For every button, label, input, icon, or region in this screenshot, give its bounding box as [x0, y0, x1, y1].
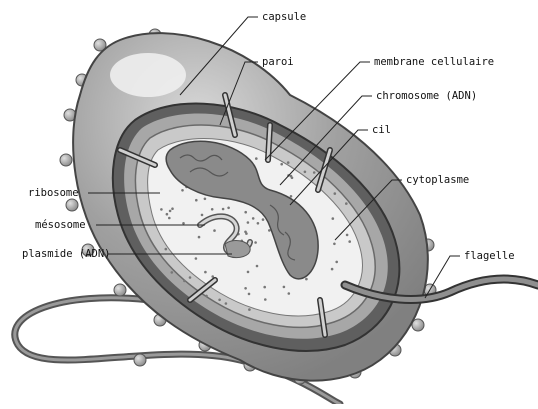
ribosome-dot — [195, 199, 198, 202]
ribosome-dot — [257, 222, 260, 225]
ribosome-dot — [244, 231, 247, 234]
ribosome-dot — [333, 243, 336, 246]
ribosome-dot — [213, 229, 216, 232]
ribosome-dot — [345, 202, 348, 205]
ribosome-dot — [313, 171, 316, 174]
label-cytoplasme: cytoplasme — [406, 174, 469, 186]
ribosome-dot — [195, 257, 198, 260]
ribosome-dot — [305, 278, 308, 281]
label-flagelle: flagelle — [464, 250, 515, 262]
label-capsule: capsule — [262, 11, 306, 23]
ribosome-dot — [283, 286, 286, 289]
ribosome-dot — [244, 211, 247, 214]
surface-knob — [60, 154, 72, 166]
ribosome-dot — [304, 171, 307, 174]
ribosome-dot — [160, 208, 163, 211]
ribosome-dot — [252, 217, 255, 220]
ribosome-dot — [182, 222, 185, 225]
ribosome-dot — [211, 208, 214, 211]
ribosome-dot — [204, 271, 207, 274]
ribosome-dot — [205, 295, 208, 298]
ribosome-dot — [222, 208, 225, 211]
ribosome-dot — [256, 265, 259, 268]
label-ribosome: ribosome — [28, 187, 79, 199]
ribosome-dot — [247, 221, 250, 224]
ribosome-dot — [332, 217, 335, 220]
ribosome-dot — [288, 292, 291, 295]
ribosome-dot — [290, 195, 293, 198]
ribosome-dot — [204, 198, 207, 201]
ribosome-dot — [169, 210, 172, 213]
surface-knob — [114, 284, 126, 296]
ribosome-dot — [248, 293, 251, 296]
ribosome-dot — [334, 192, 337, 195]
ribosome-dot — [227, 207, 230, 210]
ribosome-dot — [165, 248, 168, 251]
ribosome-dot — [264, 298, 267, 301]
label-mesosome: mésosome — [35, 219, 86, 231]
ribosome-dot — [248, 308, 251, 311]
ribosome-dot — [181, 189, 184, 192]
ribosome-dot — [198, 236, 201, 239]
label-paroi: paroi — [262, 56, 294, 68]
ribosome-dot — [171, 271, 174, 274]
ribosome-dot — [268, 229, 271, 232]
label-chromosome: chromosome (ADN) — [376, 90, 477, 102]
ribosome-dot — [331, 268, 334, 271]
surface-knob — [66, 199, 78, 211]
ribosome-dot — [247, 271, 250, 274]
ribosome-dot — [171, 207, 174, 210]
ribosome-dot — [291, 177, 294, 180]
ribosome-dot — [254, 241, 257, 244]
plasmid — [225, 241, 250, 258]
ribosome-dot — [189, 276, 192, 279]
ribosome-dot — [218, 299, 221, 302]
ribosome-dot — [263, 286, 266, 289]
ribosome-dot — [335, 261, 338, 264]
surface-knob — [134, 354, 146, 366]
ribosome-dot — [280, 163, 283, 166]
ribosome-dot — [244, 287, 247, 290]
label-cil: cil — [372, 124, 391, 136]
label-membrane-cellulaire: membrane cellulaire — [374, 56, 494, 68]
label-plasmide: plasmide (ADN) — [22, 248, 111, 260]
ribosome-dot — [183, 280, 186, 283]
ribosome-dot — [166, 213, 169, 216]
ribosome-dot — [225, 302, 228, 305]
ribosome-dot — [168, 217, 171, 220]
ribosome-dot — [348, 240, 351, 243]
ribosome-dot — [201, 214, 204, 217]
ribosome-dot — [255, 157, 258, 160]
ribosome-dot — [287, 161, 290, 164]
ribosome-dot — [262, 218, 265, 221]
capsule-highlight — [110, 53, 186, 97]
ribosome-dot — [346, 234, 349, 237]
